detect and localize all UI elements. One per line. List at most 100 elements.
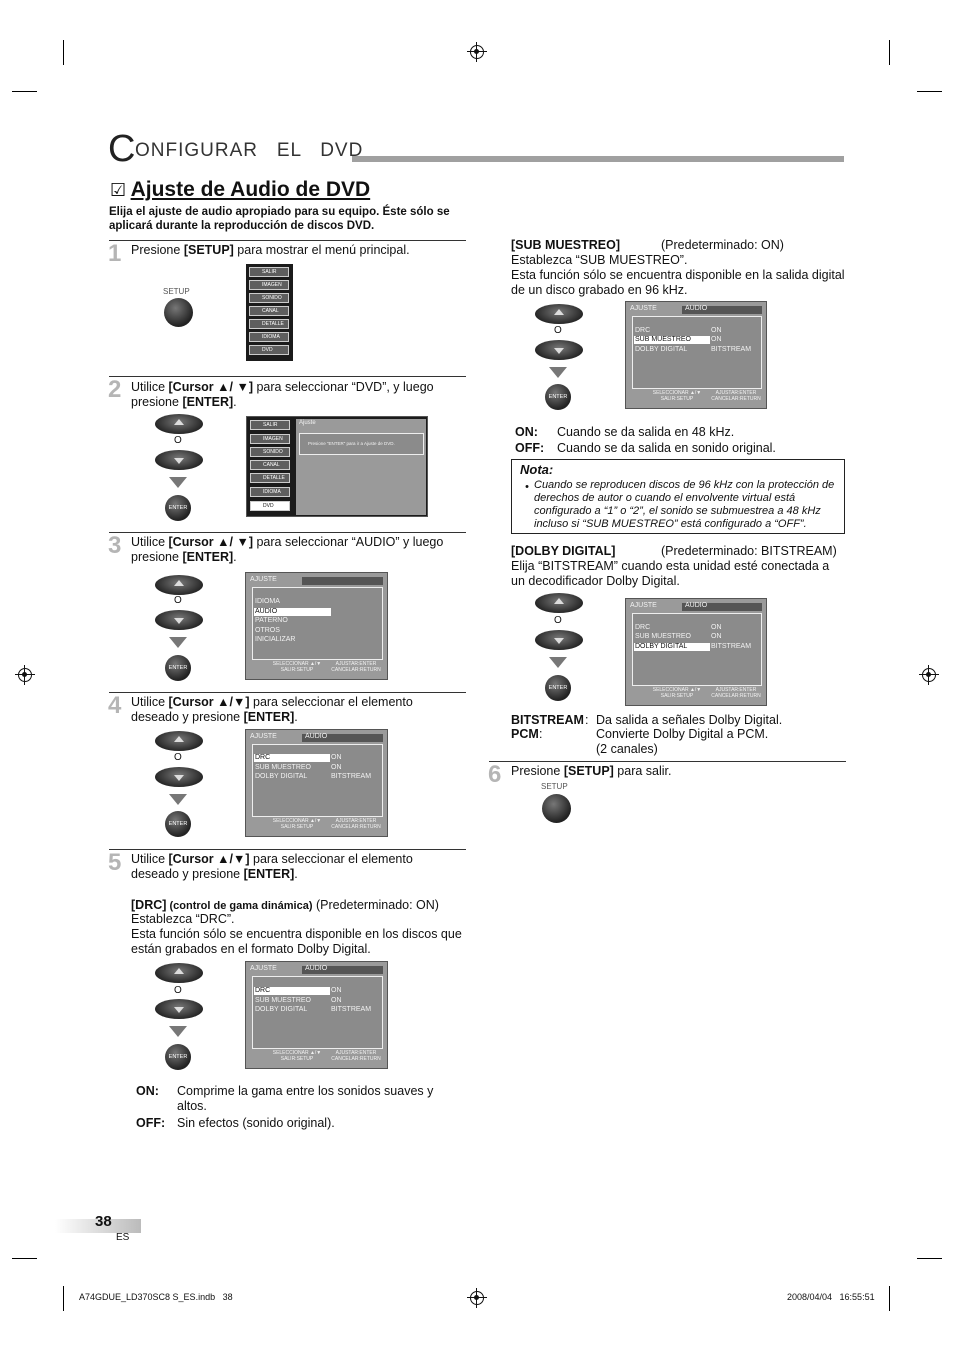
then-arrow-icon [549,657,567,668]
sub-on-label: ON: [515,425,538,439]
osd-footer-right: AJUSTAR:ENTER CANCELAR:RETURN [331,1050,381,1062]
osd-dvd-item: OTROS [255,627,280,634]
pcm-text: Convierte Dolby Digital a PCM. [596,727,769,741]
osd-audio-item: DOLBY DIGITAL [635,643,688,650]
setup-label: SETUP [541,782,568,791]
cursor-down-icon [535,630,583,650]
cursor-up-icon [155,963,203,983]
osd-menu-item: SONIDO [249,293,289,303]
cursor-up-icon [535,304,583,324]
page-number-tab [55,1219,141,1233]
osd-audio-value: ON [331,754,342,761]
then-arrow-icon [169,1026,187,1037]
bitstream-text: Da salida a señales Dolby Digital. [596,713,783,727]
step-number: 6 [488,761,502,788]
osd-audio-tab: AUDIO [685,305,708,312]
language-code: ES [116,1232,130,1243]
osd-menu-item: IDIOMA [249,332,289,342]
osd-highlight [254,754,330,762]
drc-line2: Establezca “DRC”. [131,912,235,926]
osd-audio-item: SUB MUESTREO [255,997,312,1004]
osd-audio-item: SUB MUESTREO [255,764,312,771]
osd-list-box [632,316,762,389]
drc-off-text: Sin efectos (sonido original). [177,1116,335,1130]
pcm-colon: : [539,727,543,741]
header-title: ONFIGURAR EL DVD [135,140,364,161]
osd-footer-left: SELECCIONAR ▲/▼ SALIR:SETUP [652,390,702,402]
note-text: Cuando se reproducen discos de 96 kHz co… [534,479,835,530]
osd-ajuste-box: Presione “ENTER” para ir a Ajuste de DVD… [299,433,424,455]
osd-menu-item: DVD [250,501,290,511]
section-heading: Ajuste de Audio de DVD [130,178,371,201]
or-label: O [174,752,182,763]
osd-audio-value: ON [711,633,722,640]
osd-audio-tab: AUDIO [305,965,328,972]
osd-ajuste-caps: AJUSTE [250,576,277,583]
osd-menu-item: SALIR [250,420,290,430]
osd-footer-left: SELECCIONAR ▲/▼ SALIR:SETUP [272,661,322,673]
bitstream-colon: : [585,713,589,727]
osd-menu-item: CANAL [250,460,290,470]
sub-line3: Esta función sólo se encuentra disponibl… [511,268,845,297]
osd-tab-bar [682,603,762,611]
or-label: O [174,985,182,996]
osd-ajuste-caps: AJUSTE [250,733,277,740]
setup-button-icon [542,794,571,823]
print-date: 2008/04/04 16:55:51 [787,1292,875,1302]
or-label: O [174,595,182,606]
page-number: 38 [95,1213,112,1230]
pcm-label: PCM [511,727,539,741]
step-number: 5 [108,849,122,876]
osd-highlight [254,987,330,995]
step-number: 4 [108,692,122,719]
osd-audio-tab: AUDIO [305,733,328,740]
cursor-up-icon [155,414,203,434]
osd-dvd-item: INICIALIZAR [255,636,296,643]
osd-audio-item: DRC [635,327,651,334]
cursor-up-icon [535,593,583,613]
osd-footer-left: SELECCIONAR ▲/▼ SALIR:SETUP [272,818,322,830]
enter-button-icon: ENTER [165,495,191,521]
registration-mark-icon [919,665,939,685]
bitstream-label: BITSTREAM [511,713,584,727]
osd-menu-item: IDIOMA [250,487,290,497]
registration-mark-icon [467,42,487,62]
enter-button-icon: ENTER [165,1044,191,1070]
crop-mark [917,1258,942,1259]
osd-audio-screen: AJUSTE AUDIO DRC SUB MUESTREO DOLBY DIGI… [245,729,388,837]
cursor-down-icon [155,999,203,1019]
step-rule [109,376,466,377]
header-initial: C [108,128,136,170]
osd-audio-item: DRC [255,987,271,994]
drc-off-label: OFF: [136,1116,166,1130]
osd-audio-value: ON [711,327,722,334]
drc-on-label: ON: [136,1084,159,1098]
osd-audio-screen: AJUSTE AUDIO DRC SUB MUESTREO DOLBY DIGI… [625,598,767,706]
step-1-text: Presione [SETUP] para mostrar el menú pr… [131,243,410,257]
osd-ajuste-screen: SALIR IMAGEN SONIDO CANAL DETALLE IDIOMA… [246,416,428,517]
osd-audio-value: ON [711,336,722,343]
osd-audio-value: BITSTREAM [331,1006,372,1013]
step-rule [109,849,466,850]
osd-audio-tab: AUDIO [685,602,708,609]
osd-footer-right: AJUSTAR:ENTER CANCELAR:RETURN [711,390,761,402]
osd-dvd-menu-screen: AJUSTE IDIOMA AUDIO PATERNO OTROS INICIA… [245,572,388,680]
osd-audio-item: DOLBY DIGITAL [635,346,688,353]
step-rule [489,761,846,762]
dolby-default: (Predeterminado: BITSTREAM) [661,544,837,558]
osd-footer-right: AJUSTAR:ENTER CANCELAR:RETURN [711,687,761,699]
crop-mark [63,1286,64,1311]
osd-dvd-item: IDIOMA [255,598,280,605]
sub-off-label: OFF: [515,441,545,455]
step-2-text: Utilice [Cursor ▲/ ▼] para seleccionar “… [131,380,434,409]
osd-audio-screen: AJUSTE AUDIO DRC SUB MUESTREO DOLBY DIGI… [245,961,388,1069]
osd-audio-value: ON [331,997,342,1004]
then-arrow-icon [169,794,187,805]
osd-footer-left: SELECCIONAR ▲/▼ SALIR:SETUP [652,687,702,699]
osd-ajuste-title: Ajuste [299,420,316,426]
enter-button-icon: ENTER [165,655,191,681]
step-number: 2 [108,376,122,403]
osd-menu-item: DETALLE [250,473,290,483]
step-rule [109,532,466,533]
drc-on-text: Comprime la gama entre los sonidos suave… [177,1084,434,1113]
